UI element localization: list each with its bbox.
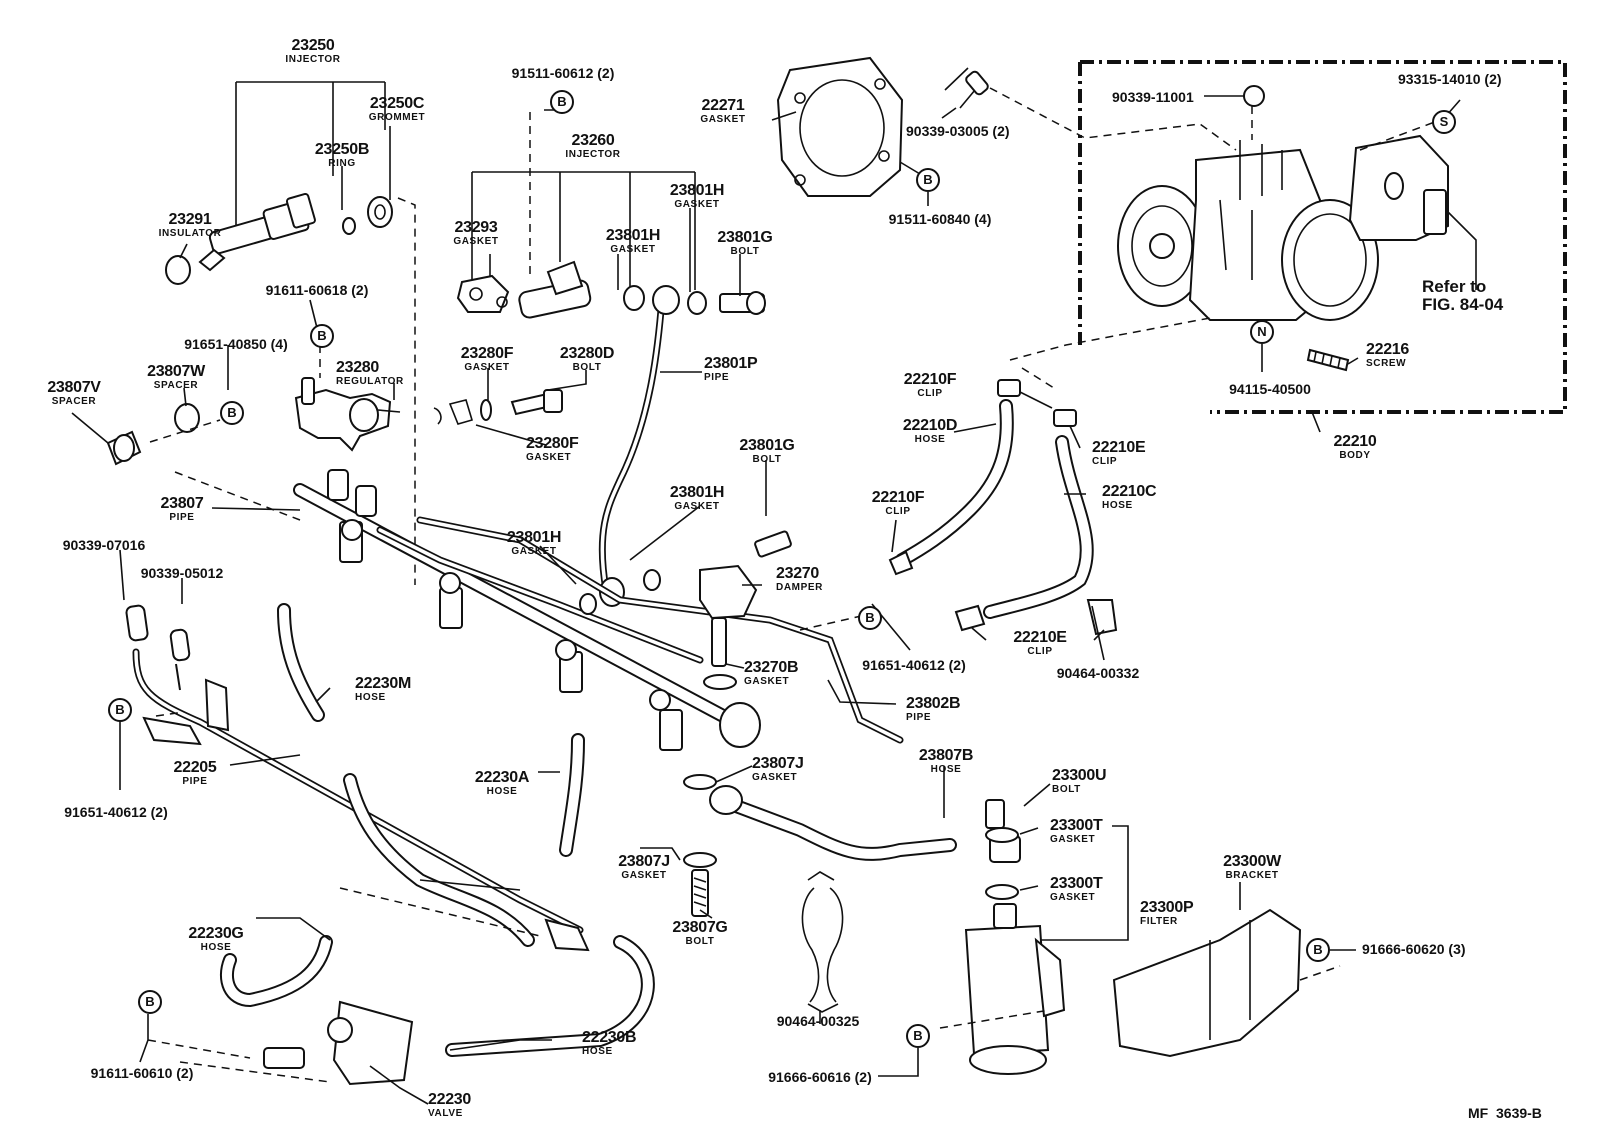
injector-23250-drawing: [165, 81, 416, 585]
leader-lines: [71, 95, 1461, 1105]
mark-b: B: [858, 606, 882, 630]
code-90464-00325: 90464-00325: [776, 1013, 860, 1029]
code-94115-40500: 94115-40500: [1229, 381, 1311, 397]
code-90339-03005: 90339-03005 (2): [906, 123, 1010, 139]
code-93315-14010: 93315-14010 (2): [1398, 71, 1502, 87]
regulator-drawing: [106, 345, 563, 521]
mark-b: B: [220, 401, 244, 425]
code-90339-07016: 90339-07016: [62, 537, 146, 553]
figure-code: MF 3639-B: [1468, 1105, 1542, 1121]
mark-b: B: [916, 168, 940, 192]
mark-b: B: [1306, 938, 1330, 962]
code-91511-60612: 91511-60612 (2): [511, 65, 615, 81]
code-90464-00332: 90464-00332: [1056, 665, 1140, 681]
reference-line-1: Refer to: [1422, 277, 1487, 296]
code-91511-60840: 91511-60840 (4): [888, 211, 992, 227]
clamp-drawing: [801, 871, 844, 1013]
reference-line-2: FIG. 84-04: [1422, 294, 1504, 314]
throttle-body-boundary: [1078, 60, 1567, 414]
mark-n: N: [1250, 320, 1274, 344]
code-91611-60610: 91611-60610 (2): [90, 1065, 194, 1081]
gasket-22271-drawing: [776, 56, 1237, 197]
mark-b: B: [310, 324, 334, 348]
code-90339-05012: 90339-05012: [140, 565, 224, 581]
mark-b: B: [550, 90, 574, 114]
hoses-22210-drawing: [888, 317, 1211, 636]
reference-note: Refer to FIG. 84-04: [1422, 278, 1503, 314]
mark-b: B: [108, 698, 132, 722]
code-91666-60620: 91666-60620 (3): [1362, 941, 1466, 957]
mark-s: S: [1432, 110, 1456, 134]
code-91651-40612-left: 91651-40612 (2): [64, 804, 168, 820]
mark-b: B: [138, 990, 162, 1014]
throttle-body-drawing: [1117, 85, 1477, 372]
code-91651-40850: 91651-40850 (4): [184, 336, 288, 352]
fuel-rail-drawing: [293, 469, 904, 751]
code-90339-11001: 90339-11001: [1112, 89, 1194, 105]
lower-lines-drawing: [125, 603, 1021, 1086]
code-91666-60616: 91666-60616 (2): [768, 1069, 872, 1085]
filter-bracket-drawing: [939, 799, 1341, 1075]
code-91611-60618: 91611-60618 (2): [265, 282, 369, 298]
mark-b: B: [906, 1024, 930, 1048]
code-91651-40612-right: 91651-40612 (2): [862, 657, 966, 673]
